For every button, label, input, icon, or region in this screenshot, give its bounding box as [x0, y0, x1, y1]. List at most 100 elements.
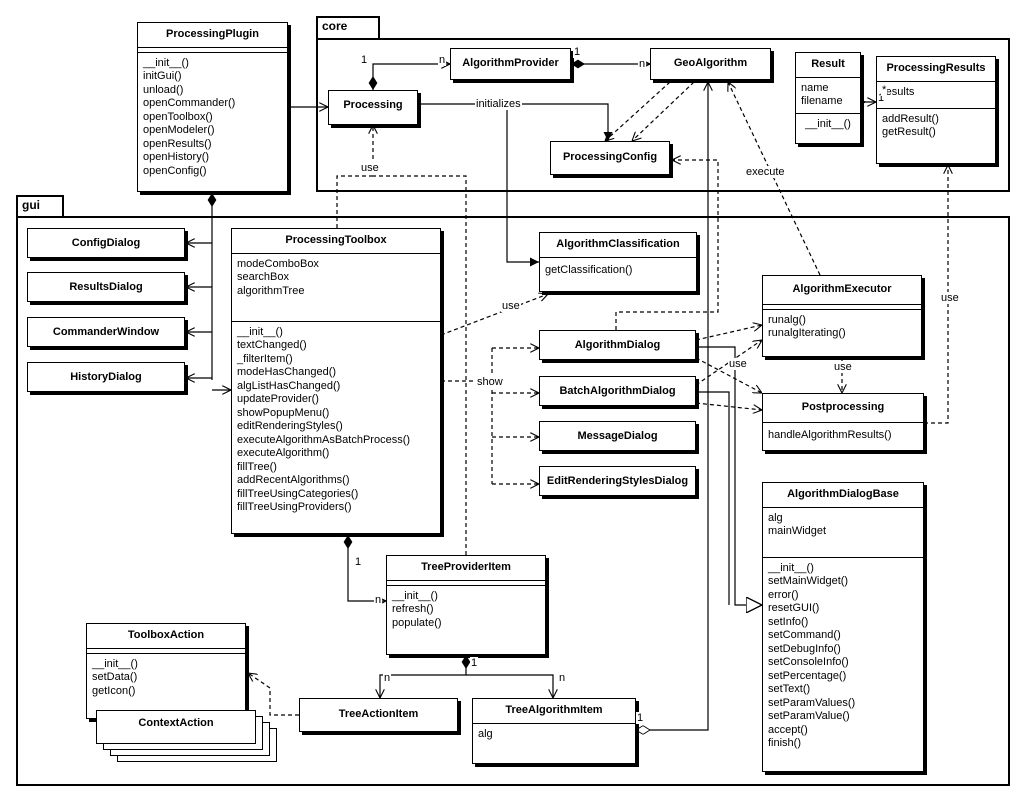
class-name: AlgorithmDialog: [574, 339, 661, 351]
attributes-section: results: [877, 80, 995, 108]
attribute-item: mainWidget: [768, 525, 827, 537]
class-commander-window: CommanderWindow: [27, 317, 185, 347]
attribute-item: name: [801, 81, 829, 94]
class-name: ConfigDialog: [71, 237, 141, 249]
package-core-label: core: [322, 19, 348, 33]
methods-section: __init__(): [796, 112, 860, 136]
method-item: setText(): [768, 683, 811, 695]
class-algorithm-dialog: AlgorithmDialog: [539, 330, 696, 360]
class-algorithm-classification: AlgorithmClassification getClassificatio…: [539, 232, 697, 292]
attributes-section: [138, 46, 287, 52]
method-item: accept(): [768, 723, 808, 736]
method-item: addResult(): [882, 112, 939, 125]
class-name: Postprocessing: [801, 401, 885, 413]
method-item: openHistory(): [143, 151, 210, 163]
method-item: setConsoleInfo(): [768, 656, 849, 668]
label-use-results: use: [940, 292, 960, 304]
method-item: addRecentAlgorithms(): [237, 474, 350, 486]
method-item: getIcon(): [92, 684, 136, 697]
label-use-processing: use: [360, 162, 380, 174]
mult-provider-item-1: 1: [470, 657, 479, 669]
class-name: ProcessingConfig: [562, 151, 658, 163]
mult-provider-item-n: n: [374, 594, 383, 606]
method-item: runalg(): [768, 313, 806, 326]
methods-section: __init__()textChanged()_filterItem()mode…: [232, 320, 440, 519]
method-item: __init__(): [237, 325, 283, 338]
method-item: editRenderingStyles(): [237, 420, 343, 432]
method-item: openResults(): [143, 137, 212, 150]
method-item: setPercentage(): [768, 669, 847, 682]
method-item: error(): [768, 588, 799, 601]
mult-processing-1: 1: [360, 54, 369, 66]
class-name: ProcessingResults: [886, 62, 986, 74]
method-item: initGui(): [143, 70, 182, 82]
label-use-postprocessing: use: [833, 361, 853, 373]
class-postprocessing: Postprocessing handleAlgorithmResults(): [762, 393, 924, 451]
method-item: __init__(): [392, 589, 438, 602]
method-item: __init__(): [92, 657, 138, 670]
class-name: AlgorithmExecutor: [792, 283, 892, 295]
package-tab-gui: gui: [16, 195, 64, 218]
class-context-action: ContextAction: [96, 710, 256, 744]
method-item: setMainWidget(): [768, 575, 849, 587]
class-name: TreeProviderItem: [421, 561, 511, 573]
method-item: resetGUI(): [768, 602, 820, 614]
label-initializes: initializes: [475, 98, 522, 110]
methods-section: __init__()refresh()populate(): [387, 584, 545, 635]
method-item: openModeler(): [143, 124, 215, 136]
class-processing-results: ProcessingResults results addResult()get…: [876, 56, 996, 164]
class-name: EditRenderingStylesDialog: [546, 475, 689, 487]
class-tree-provider-item: TreeProviderItem __init__()refresh()popu…: [386, 555, 546, 655]
method-item: runalgIterating(): [768, 327, 846, 339]
class-name: TreeAlgorithmItem: [505, 704, 603, 716]
methods-section: addResult()getResult(): [877, 107, 995, 144]
class-tree-action-item: TreeActionItem: [299, 698, 458, 732]
mult-results-star: *: [881, 84, 888, 96]
class-batch-algorithm-dialog: BatchAlgorithmDialog: [539, 376, 696, 406]
method-item: openCommander(): [143, 97, 236, 109]
method-item: textChanged(): [237, 339, 307, 351]
method-item: __init__(): [805, 117, 851, 130]
method-item: fillTreeUsingProviders(): [237, 501, 352, 513]
class-name: Result: [811, 58, 845, 70]
class-config-dialog: ConfigDialog: [27, 228, 185, 258]
mult-toolbox-1: 1: [354, 556, 363, 568]
method-item: getClassification(): [545, 263, 633, 276]
method-item: setData(): [92, 671, 138, 683]
attribute-item: searchBox: [237, 271, 289, 283]
method-item: openConfig(): [143, 164, 207, 177]
method-item: updateProvider(): [237, 393, 319, 405]
package-gui-label: gui: [22, 198, 40, 212]
attribute-item: results: [882, 85, 915, 98]
method-item: populate(): [392, 616, 442, 629]
class-algorithm-executor: AlgorithmExecutor runalg()runalgIteratin…: [762, 275, 922, 357]
attribute-item: alg: [478, 727, 493, 740]
package-tab-core: core: [316, 16, 380, 40]
method-item: executeAlgorithm(): [237, 447, 330, 459]
class-history-dialog: HistoryDialog: [27, 362, 185, 392]
class-name: ResultsDialog: [69, 281, 143, 293]
method-item: setParamValues(): [768, 696, 856, 709]
mult-geoalg-n: n: [638, 58, 647, 70]
class-toolbox-action: ToolboxAction __init__()setData()getIcon…: [86, 623, 246, 719]
class-name: HistoryDialog: [70, 371, 142, 383]
mult-action-item-n: n: [383, 672, 392, 684]
attribute-item: algorithmTree: [237, 284, 305, 297]
class-message-dialog: MessageDialog: [539, 421, 696, 451]
package-gui: [16, 216, 1010, 786]
method-item: setInfo(): [768, 615, 809, 628]
method-item: finish(): [768, 737, 802, 749]
methods-section: handleAlgorithmResults(): [763, 421, 923, 447]
method-item: fillTree(): [237, 460, 277, 473]
method-item: __init__(): [143, 56, 189, 69]
class-name: AlgorithmClassification: [556, 238, 680, 250]
mult-algorithm-item-1: 1: [636, 712, 645, 724]
method-item: _filterItem(): [237, 352, 293, 365]
method-item: handleAlgorithmResults(): [768, 428, 892, 441]
methods-section: __init__()initGui()unload()openCommander…: [138, 51, 287, 183]
attributes-section: alg: [473, 722, 635, 746]
